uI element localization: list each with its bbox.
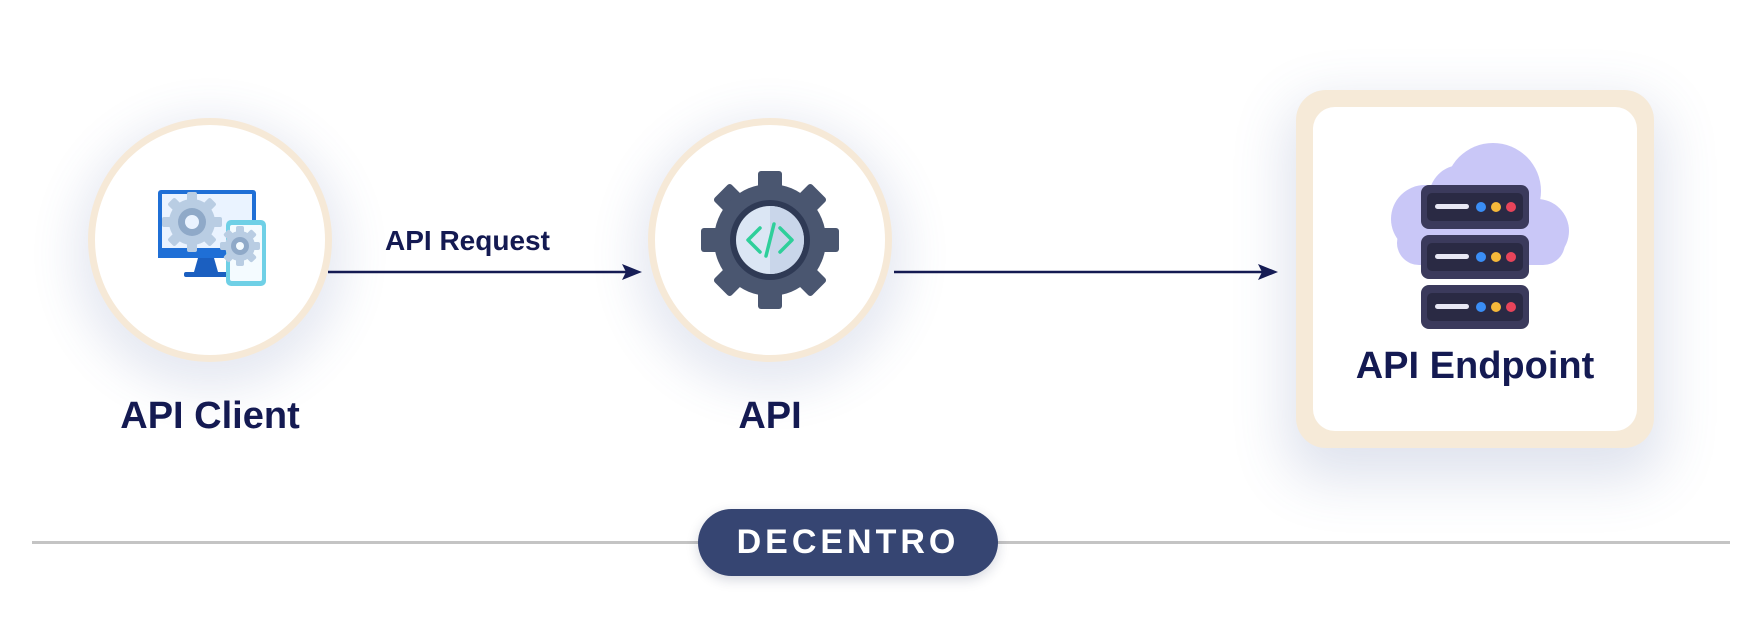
computer-gears-icon [158,190,266,286]
api-label: API [738,395,802,437]
api-node [648,118,892,362]
brand-logo: DECENTRO [698,509,998,576]
cloud-server-icon [1391,143,1569,329]
api-client-node [88,118,332,362]
api-endpoint-label: API Endpoint [1355,345,1595,387]
api-request-label: API Request [385,225,550,256]
api-endpoint-node: API Endpoint [1296,90,1654,448]
gear-code-icon [701,171,839,309]
brand-name: DECENTRO [736,523,960,561]
api-endpoint-card: API Endpoint [1313,107,1637,431]
api-request-arrow [328,264,642,280]
api-client-label: API Client [120,395,300,437]
api-to-endpoint-arrow [894,264,1278,280]
